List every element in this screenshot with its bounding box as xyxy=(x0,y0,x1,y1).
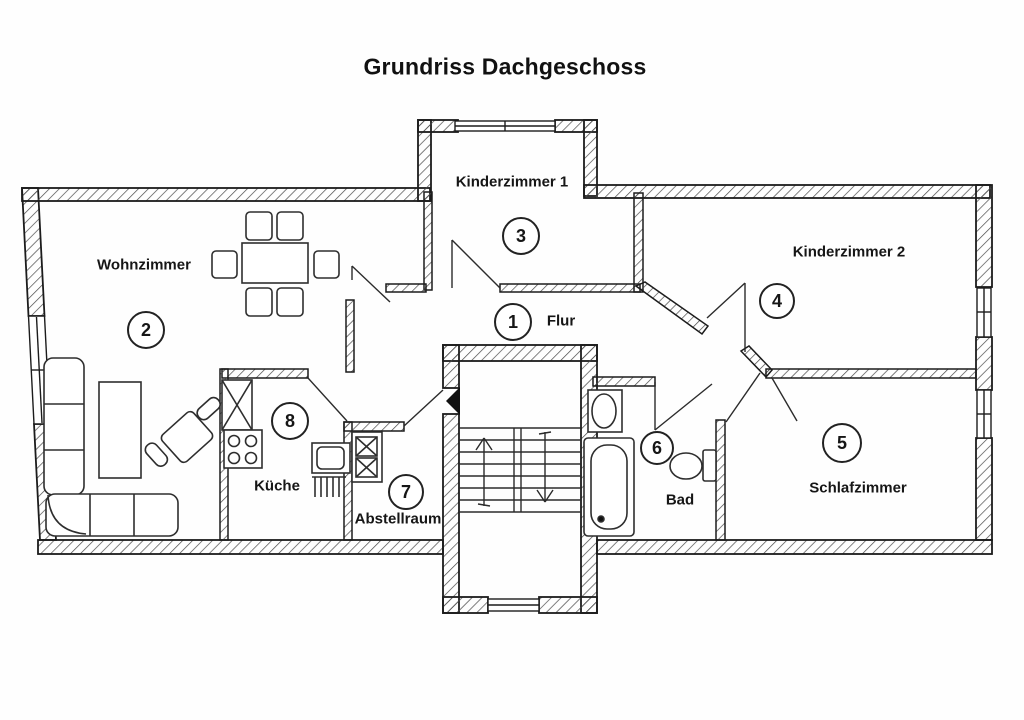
exterior-walls xyxy=(21,119,993,614)
sofa xyxy=(43,357,179,537)
room-label-bad: Bad xyxy=(665,491,695,509)
door-kinderzimmer2 xyxy=(706,282,746,352)
room-label-kueche: Küche xyxy=(254,477,300,495)
room-label-flur: Flur xyxy=(546,312,576,330)
door-kinderzimmer1 xyxy=(451,239,501,289)
door-wohnzimmer xyxy=(351,265,391,303)
bathtub xyxy=(583,437,635,537)
room-number-wohnzimmer: 2 xyxy=(127,311,165,349)
room-label-schlafzimmer: Schlafzimmer xyxy=(809,479,907,497)
stairs-down-arrow xyxy=(536,431,554,503)
window-kinderzimmer2 xyxy=(976,287,992,338)
room-number-bad: 6 xyxy=(640,431,674,465)
room-label-kinderzimmer2: Kinderzimmer 2 xyxy=(792,243,906,261)
toilet xyxy=(669,449,717,482)
room-number-schlafzimmer: 5 xyxy=(822,423,862,463)
stairs-up-arrow xyxy=(475,437,493,507)
room-number-kinderzimmer2: 4 xyxy=(759,283,795,319)
room-label-kinderzimmer1: Kinderzimmer 1 xyxy=(455,173,569,191)
stove xyxy=(223,429,263,469)
dining-table-set xyxy=(211,211,340,317)
door-kueche xyxy=(307,377,348,422)
room-number-abstellraum: 7 xyxy=(388,474,424,510)
kitchen-sink xyxy=(311,442,351,497)
door-abstellraum xyxy=(403,389,444,427)
page-title: Grundriss Dachgeschoss xyxy=(363,53,647,80)
furniture xyxy=(43,211,717,537)
window-staircase xyxy=(487,598,540,612)
room-label-abstellraum: Abstellraum xyxy=(354,510,442,528)
armchair xyxy=(144,396,222,468)
doors xyxy=(307,239,798,431)
interior-walls xyxy=(219,191,977,541)
room-label-wohnzimmer: Wohnzimmer xyxy=(97,256,191,274)
coffee-table xyxy=(98,381,142,479)
room-number-kueche: 8 xyxy=(271,402,309,440)
door-schlafzimmer xyxy=(725,372,798,423)
door-bad xyxy=(654,382,713,431)
window-kinderzimmer1 xyxy=(454,120,556,132)
boiler xyxy=(351,431,383,483)
room-number-flur: 1 xyxy=(494,303,532,341)
bathroom-sink xyxy=(587,389,623,433)
kitchen-cabinet xyxy=(221,379,253,431)
staircase xyxy=(446,387,581,513)
room-number-kinderzimmer1: 3 xyxy=(502,217,540,255)
window-schlafzimmer xyxy=(976,389,992,439)
entrance-marker-icon xyxy=(446,387,460,415)
